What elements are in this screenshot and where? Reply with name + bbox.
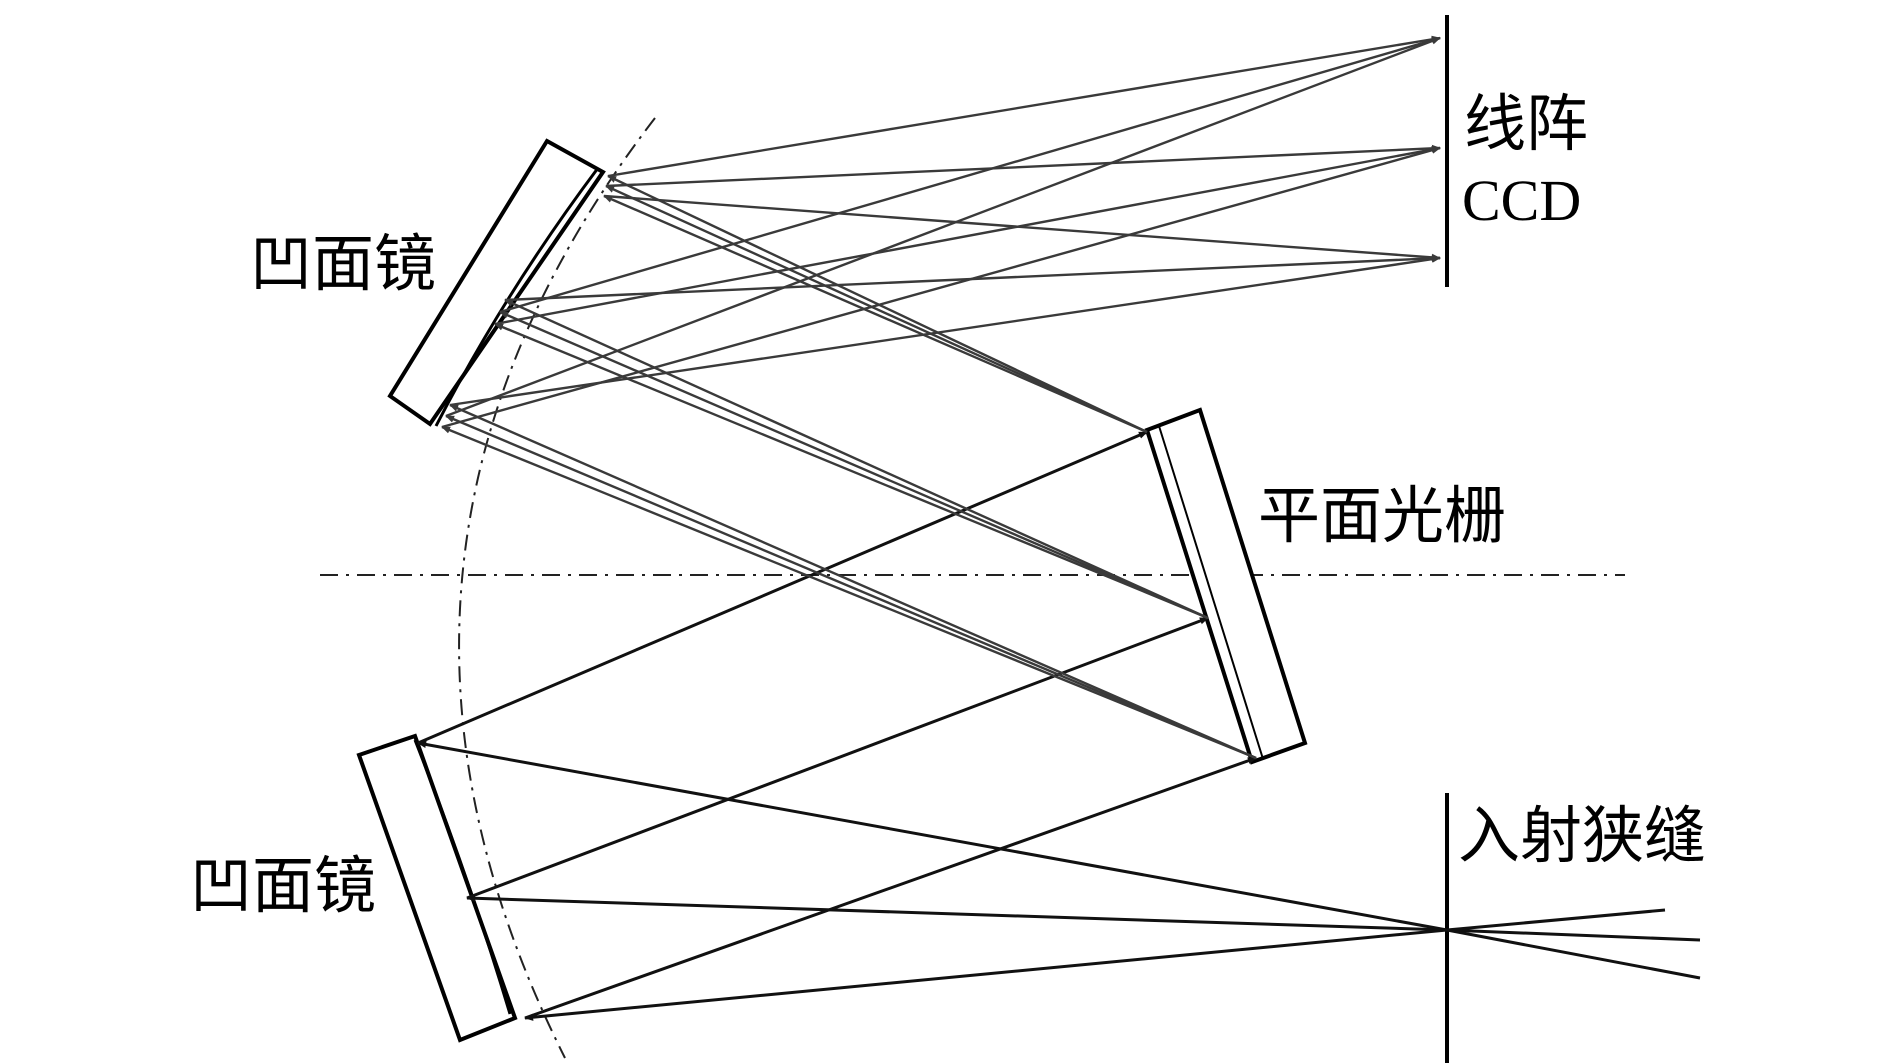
label-entrance-slit: 入射狭缝 [1458, 799, 1707, 872]
label-ccd: CCD [1462, 168, 1582, 233]
top-concave-mirror [387, 138, 606, 427]
label-linear-ccd: 线阵 [1464, 87, 1589, 160]
label-plane-grating: 平面光栅 [1258, 479, 1507, 552]
focal-circle-arc [458, 117, 656, 1059]
rays-mirror-to-grating [417, 430, 1257, 1020]
label-concave-mirror-top: 凹面镜 [250, 227, 437, 300]
bottom-concave-mirror [356, 733, 518, 1043]
rays-grating-to-top-mirror [441, 174, 1257, 760]
rays-top-mirror-to-ccd [441, 35, 1441, 429]
label-concave-mirror-bottom: 凹面镜 [190, 849, 377, 922]
plane-grating [1144, 407, 1308, 765]
incoming-rays [1446, 908, 1701, 980]
rays-slit-to-bottom-mirror [417, 740, 1448, 1021]
